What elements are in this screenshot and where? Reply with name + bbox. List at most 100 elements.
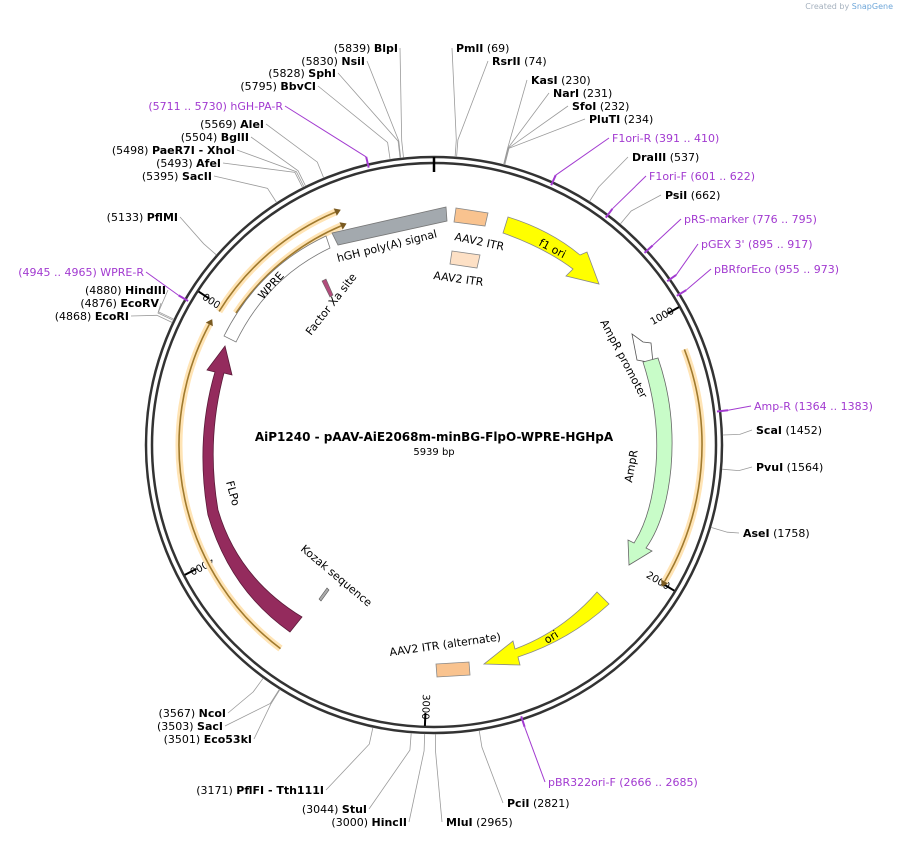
site-sphi[interactable]: (5828) SphI: [268, 67, 336, 80]
primer-8-mark: [520, 715, 526, 728]
feature-ampr[interactable]: [627, 357, 673, 566]
site-name: HincII: [371, 816, 407, 829]
orf-flpo[interactable]: [178, 324, 281, 650]
label-aav2-itr-alt: AAV2 ITR (alternate): [389, 630, 502, 659]
feature-aav2-itr-2[interactable]: [449, 250, 481, 269]
site-name: NsiI: [341, 55, 365, 68]
primer-0-leader: [284, 105, 367, 158]
site-rsrii[interactable]: RsrII (74): [492, 55, 547, 68]
site-hindiii[interactable]: (4880) HindIII: [85, 284, 166, 297]
feature-kozak[interactable]: [318, 587, 330, 602]
leader-blpi: [399, 47, 404, 158]
leader-draiii: [589, 156, 629, 202]
primer-2-leader: [555, 137, 610, 176]
primer-1-label[interactable]: (4945 .. 4965) WPRE-R: [18, 266, 144, 279]
leader-bbvci: [317, 85, 391, 160]
site-ecori[interactable]: (4868) EcoRI: [55, 310, 129, 323]
feature-aav2-itr-alt[interactable]: [435, 661, 471, 678]
label-ori: ori: [542, 628, 561, 647]
leaders-layer: [130, 47, 753, 823]
site-hincii[interactable]: (3000) HincII: [331, 816, 407, 829]
site-position: (3171): [196, 784, 236, 797]
site-nari[interactable]: NarI (231): [553, 87, 612, 100]
label-flpo: FLPo: [223, 479, 242, 507]
leader-sphi: [337, 72, 401, 159]
orf-ampr[interactable]: [663, 349, 703, 582]
feature-flpo[interactable]: [202, 345, 303, 633]
primer-3-mark: [604, 208, 614, 219]
leader-sacii: [213, 175, 278, 203]
site-bglii[interactable]: (5504) BglII: [181, 131, 249, 144]
label-ampr: AmpR: [622, 449, 641, 484]
site-position: (5569): [200, 118, 240, 131]
leader-eco53ki: [253, 689, 281, 740]
snapgene-credit: Created by SnapGene: [805, 2, 893, 11]
site-saci[interactable]: (3503) SacI: [157, 720, 223, 733]
site-sacii[interactable]: (5395) SacII: [142, 170, 212, 183]
site-pflfi-tth111i[interactable]: (3171) PflFI - Tth111I: [196, 784, 324, 797]
site-name: PciI: [507, 797, 529, 810]
primer-8-label[interactable]: pBR322ori-F (2666 .. 2685): [548, 776, 698, 789]
primer-4-label[interactable]: pRS-marker (776 .. 795): [684, 213, 817, 226]
site-scai[interactable]: ScaI (1452): [756, 424, 822, 437]
site-name: DraIII: [632, 151, 666, 164]
site-position: (5133): [107, 211, 147, 224]
site-name: BglII: [221, 131, 249, 144]
primer-4-mark: [643, 244, 654, 254]
site-stui[interactable]: (3044) StuI: [302, 803, 367, 816]
site-pflmi[interactable]: (5133) PflMI: [107, 211, 178, 224]
primer-3-label[interactable]: F1ori-F (601 .. 622): [649, 170, 755, 183]
site-name: SfoI: [572, 100, 596, 113]
tick-label-1000: 1000: [649, 306, 677, 328]
primer-1-leader: [145, 271, 179, 296]
site-name: NcoI: [199, 707, 226, 720]
primer-0-label[interactable]: (5711 .. 5730) hGH-PA-R: [148, 100, 283, 113]
site-mlui[interactable]: MluI (2965): [446, 816, 513, 829]
site-ecorv[interactable]: (4876) EcoRV: [80, 297, 159, 310]
primer-7-label[interactable]: Amp-R (1364 .. 1383): [754, 400, 873, 413]
site-alei[interactable]: (5569) AleI: [200, 118, 264, 131]
site-bbvci[interactable]: (5795) BbvCI: [240, 80, 316, 93]
site-asei[interactable]: AseI (1758): [743, 527, 810, 540]
site-name: AleI: [240, 118, 264, 131]
orf-upper-2[interactable]: [235, 225, 342, 314]
feature-wpre[interactable]: [223, 235, 331, 343]
site-pluti[interactable]: PluTI (234): [589, 113, 653, 126]
tick-mark-1000: [667, 306, 680, 315]
site-kasi[interactable]: KasI (230): [531, 74, 591, 87]
site-name: StuI: [342, 803, 367, 816]
site-nsii[interactable]: (5830) NsiI: [301, 55, 365, 68]
site-ncoi[interactable]: (3567) NcoI: [159, 707, 226, 720]
leader-nari: [503, 92, 550, 165]
feature-ori[interactable]: [482, 591, 610, 666]
site-pvui[interactable]: PvuI (1564): [756, 461, 823, 474]
feature-ampr-promoter[interactable]: [631, 333, 654, 364]
primer-5-leader: [675, 243, 699, 276]
feature-factor-xa[interactable]: [321, 278, 334, 298]
site-psii[interactable]: PsiI (662): [665, 189, 720, 202]
tick-mark-3000: [423, 712, 427, 726]
primer-2-label[interactable]: F1ori-R (391 .. 410): [612, 132, 719, 145]
site-blpi[interactable]: (5839) BlpI: [334, 42, 398, 55]
site-paer7i-xhoi[interactable]: (5498) PaeR7I - XhoI: [112, 144, 235, 157]
site-eco53ki[interactable]: (3501) Eco53kI: [164, 733, 252, 746]
primer-3-leader: [612, 175, 647, 210]
site-draiii[interactable]: DraIII (537): [632, 151, 699, 164]
tick-label-3000: 3000: [419, 694, 431, 720]
site-position: (3567): [159, 707, 199, 720]
site-pmli[interactable]: PmlI (69): [456, 42, 509, 55]
primer-6-label[interactable]: pBRforEco (955 .. 973): [714, 263, 839, 276]
site-name: SacII: [182, 170, 212, 183]
orf-upper-1[interactable]: [218, 211, 336, 312]
feature-hgh-polya[interactable]: [331, 206, 448, 246]
feature-f1-ori[interactable]: [502, 216, 600, 285]
feature-aav2-itr-1[interactable]: [453, 207, 489, 227]
site-pcii[interactable]: PciI (2821): [507, 797, 570, 810]
site-sfoi[interactable]: SfoI (232): [572, 100, 629, 113]
primer-6-leader: [685, 268, 712, 291]
site-afei[interactable]: (5493) AfeI: [156, 157, 221, 170]
site-position: (2965): [473, 816, 513, 829]
primer-7-mark: [716, 409, 729, 413]
primer-5-label[interactable]: pGEX 3' (895 .. 917): [701, 238, 813, 251]
